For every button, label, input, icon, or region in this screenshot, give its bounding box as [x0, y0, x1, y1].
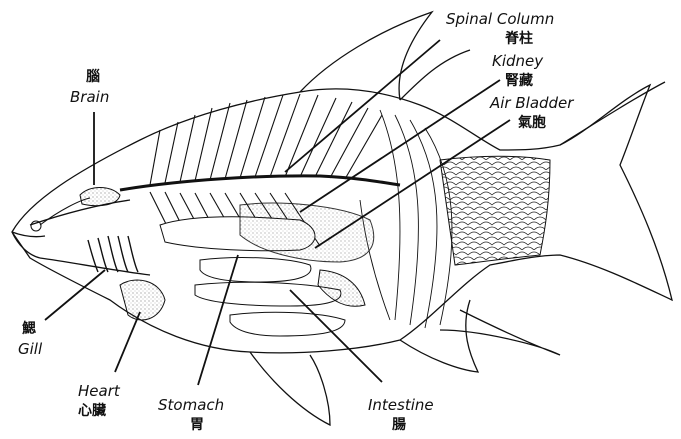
gill-drawing — [88, 236, 138, 272]
intestine-label: Intestine — [368, 398, 434, 413]
spinal-column-label-zh: 脊柱 — [505, 32, 533, 46]
gill-label-zh: 鰓 — [22, 322, 36, 336]
kidney-label-zh: 腎藏 — [505, 74, 533, 88]
intestine-label-zh: 腸 — [392, 418, 406, 432]
brain-drawing — [31, 188, 120, 232]
kidney-label: Kidney — [492, 54, 543, 69]
intestine-leader — [290, 290, 382, 382]
heart-label-zh: 心臟 — [78, 404, 106, 418]
heart-leader — [115, 312, 140, 372]
spinal-column-leader — [285, 40, 440, 172]
spinal-column-label: Spinal Column — [446, 12, 554, 27]
brain-label-zh: 腦 — [86, 70, 100, 84]
tail-scales — [440, 156, 550, 265]
heart-label: Heart — [78, 384, 120, 399]
gill-leader — [45, 270, 105, 320]
air-bladder-label: Air Bladder — [490, 96, 573, 111]
air-bladder-label-zh: 氣胞 — [518, 116, 546, 130]
brain-label: Brain — [70, 90, 109, 105]
stomach-label-zh: 胃 — [190, 418, 204, 432]
stomach-label: Stomach — [158, 398, 224, 413]
organs-drawing — [120, 203, 374, 336]
gill-label: Gill — [18, 342, 42, 357]
